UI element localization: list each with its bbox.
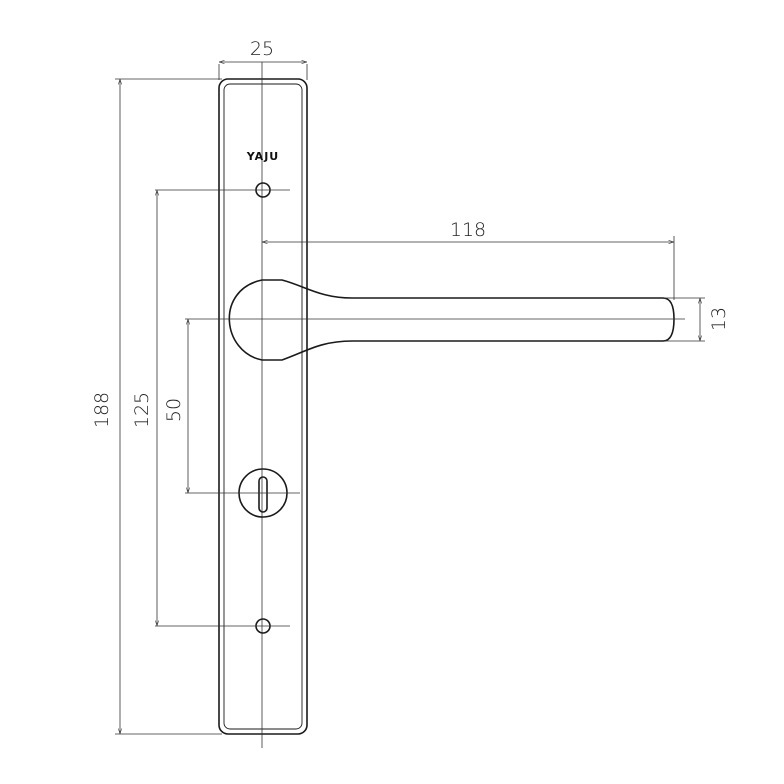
thumb-turn — [185, 468, 300, 518]
dim-handle-to-key: 50 — [163, 319, 188, 493]
top-screw-hole — [155, 182, 290, 198]
brand-logo: YAJU — [246, 150, 279, 163]
svg-text:125: 125 — [131, 392, 153, 428]
svg-text:188: 188 — [91, 392, 113, 428]
svg-text:118: 118 — [450, 219, 486, 241]
bottom-screw-hole — [155, 618, 290, 634]
dim-screw-spacing: 125 — [131, 190, 157, 626]
svg-text:50: 50 — [163, 398, 185, 422]
dim-handle-length: 118 — [262, 219, 675, 300]
dim-plate-width: 25 — [218, 38, 308, 80]
dim-plate-height: 188 — [91, 78, 222, 735]
lever-handle — [185, 279, 685, 361]
back-plate — [218, 78, 308, 735]
svg-text:25: 25 — [250, 38, 274, 60]
svg-text:13: 13 — [708, 307, 730, 331]
dim-handle-thickness: 13 — [664, 297, 730, 342]
